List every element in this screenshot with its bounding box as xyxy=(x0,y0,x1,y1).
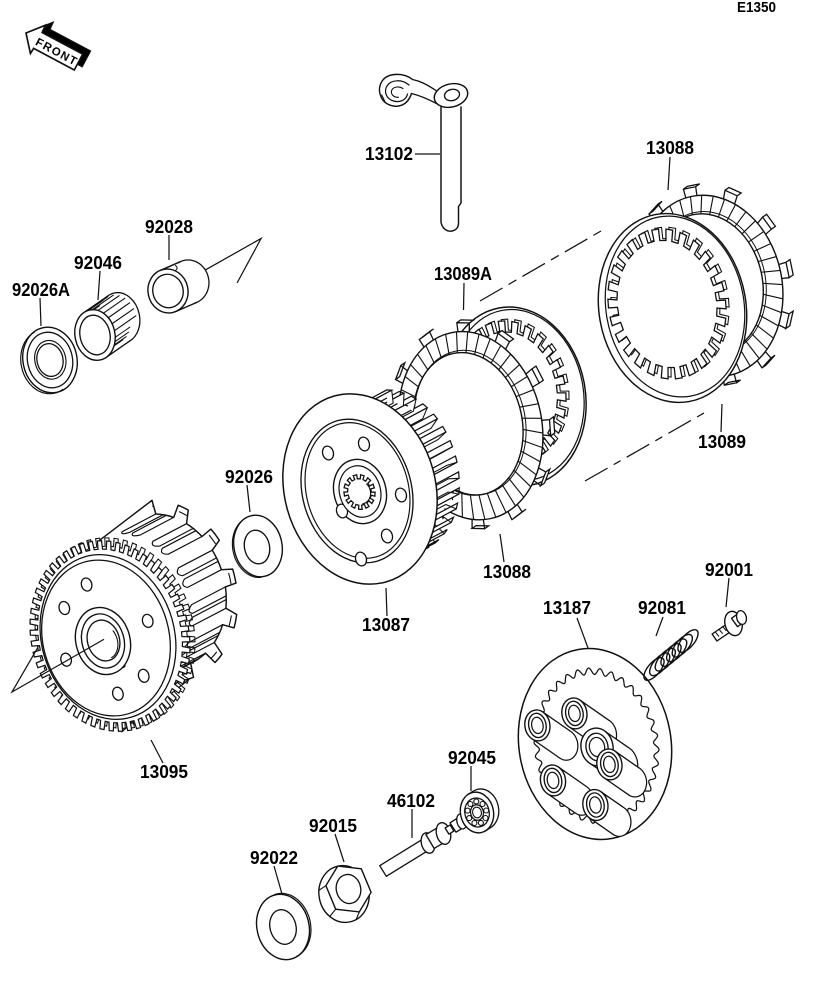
svg-text:13088: 13088 xyxy=(483,561,531,582)
svg-text:13187: 13187 xyxy=(543,597,591,618)
svg-text:13089: 13089 xyxy=(698,431,746,452)
svg-text:13089A: 13089A xyxy=(434,263,492,284)
svg-text:E1350: E1350 xyxy=(737,0,776,16)
svg-text:13088: 13088 xyxy=(646,137,694,158)
svg-text:92026A: 92026A xyxy=(12,279,70,300)
svg-text:92045: 92045 xyxy=(448,747,496,768)
svg-text:13102: 13102 xyxy=(365,143,413,164)
svg-text:92046: 92046 xyxy=(74,252,122,273)
svg-text:92022: 92022 xyxy=(250,847,298,868)
svg-text:46102: 46102 xyxy=(387,790,435,811)
svg-text:92015: 92015 xyxy=(309,815,357,836)
svg-text:13095: 13095 xyxy=(140,761,188,782)
svg-text:92001: 92001 xyxy=(705,559,753,580)
svg-text:13087: 13087 xyxy=(362,614,410,635)
svg-text:92026: 92026 xyxy=(225,466,273,487)
svg-text:92028: 92028 xyxy=(145,216,193,237)
svg-text:92081: 92081 xyxy=(638,597,686,618)
